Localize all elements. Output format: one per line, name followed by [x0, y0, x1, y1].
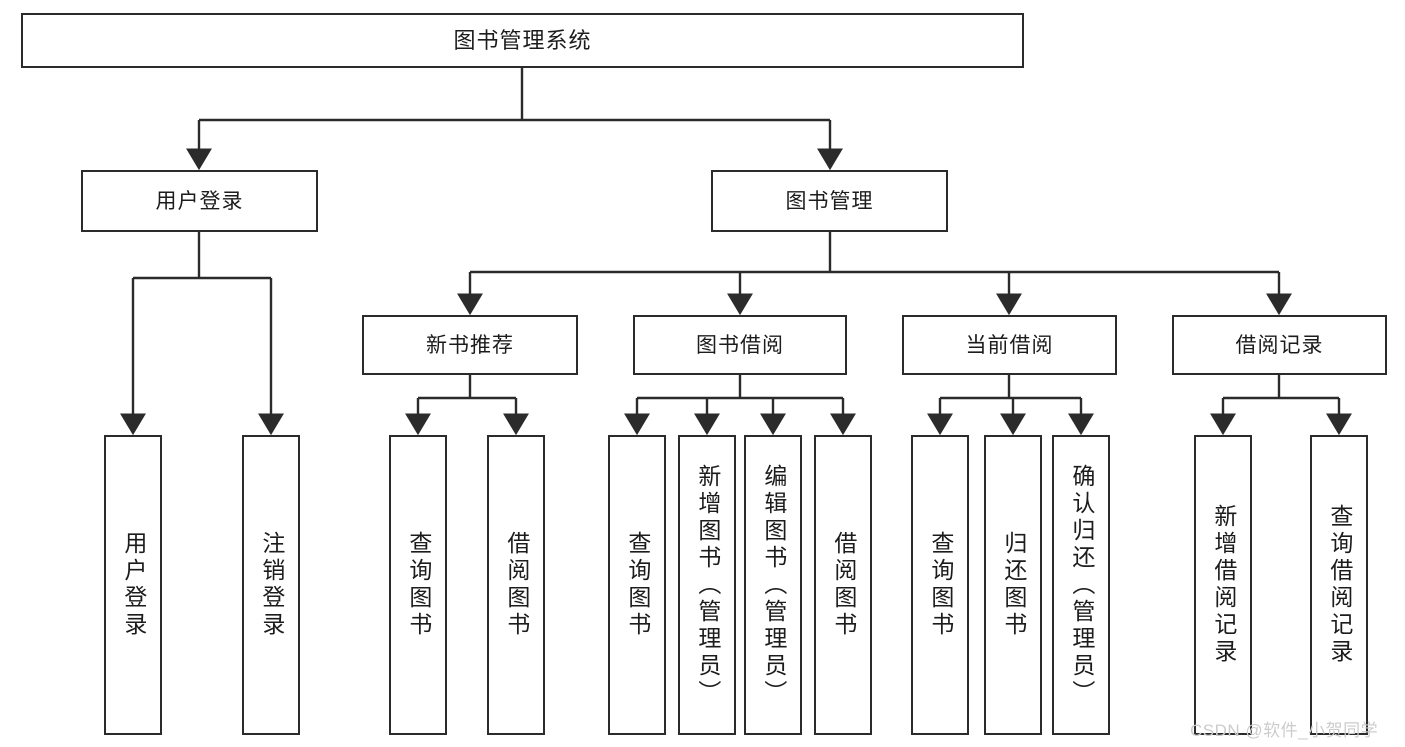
node-book-manage-label: 图书管理 — [785, 189, 874, 213]
node-leaf-add-book[interactable]: 新增图书（管理员） — [678, 435, 736, 735]
node-leaf-add-record-label: 新增借阅记录 — [1210, 504, 1237, 666]
node-leaf-add-book-label: 新增图书（管理员） — [694, 463, 721, 707]
node-book-borrow-label: 图书借阅 — [696, 333, 784, 357]
node-leaf-query-book-3[interactable]: 查询图书 — [911, 435, 969, 735]
node-leaf-borrow-book-2-label: 借阅图书 — [830, 531, 857, 639]
node-leaf-query-book-2[interactable]: 查询图书 — [608, 435, 666, 735]
node-leaf-return-book-label: 归还图书 — [1000, 531, 1027, 639]
node-book-borrow[interactable]: 图书借阅 — [633, 315, 847, 375]
edge-group-book-manage — [457, 232, 1292, 316]
edge-group-borrow-record — [1210, 375, 1352, 436]
node-leaf-logout-label: 注销登录 — [258, 531, 285, 639]
edge-group-user-login — [120, 232, 284, 436]
node-leaf-query-record[interactable]: 查询借阅记录 — [1310, 435, 1368, 735]
edge-group-current-borrow — [927, 375, 1094, 436]
node-current-borrow-label: 当前借阅 — [965, 333, 1054, 357]
edge-group-root — [186, 68, 843, 171]
node-root[interactable]: 图书管理系统 — [21, 13, 1024, 68]
node-leaf-query-record-label: 查询借阅记录 — [1326, 504, 1353, 666]
node-user-login-label: 用户登录 — [155, 189, 244, 213]
node-leaf-logout[interactable]: 注销登录 — [242, 435, 300, 735]
edge-group-new-book-recommend — [405, 375, 529, 436]
node-new-book-recommend-label: 新书推荐 — [426, 333, 514, 357]
csdn-watermark: CSDN @软件_小贺同学 — [1190, 721, 1379, 740]
node-leaf-borrow-book-2[interactable]: 借阅图书 — [814, 435, 872, 735]
node-leaf-query-book-3-label: 查询图书 — [927, 531, 954, 639]
node-leaf-add-record[interactable]: 新增借阅记录 — [1194, 435, 1252, 735]
node-user-login[interactable]: 用户登录 — [81, 170, 318, 232]
node-borrow-record[interactable]: 借阅记录 — [1172, 315, 1387, 375]
node-leaf-query-book-2-label: 查询图书 — [624, 531, 651, 639]
node-leaf-edit-book-label: 编辑图书（管理员） — [760, 463, 787, 707]
node-root-label: 图书管理系统 — [453, 27, 592, 53]
node-book-manage[interactable]: 图书管理 — [711, 170, 948, 232]
node-leaf-user-login[interactable]: 用户登录 — [104, 435, 162, 735]
node-leaf-user-login-label: 用户登录 — [120, 531, 147, 639]
node-leaf-query-book-1-label: 查询图书 — [405, 531, 432, 639]
node-leaf-borrow-book-1-label: 借阅图书 — [503, 531, 530, 639]
node-leaf-confirm-return[interactable]: 确认归还（管理员） — [1052, 435, 1110, 735]
node-leaf-confirm-return-label: 确认归还（管理员） — [1068, 463, 1095, 707]
edge-group-book-borrow — [624, 375, 856, 436]
node-leaf-return-book[interactable]: 归还图书 — [984, 435, 1042, 735]
node-leaf-query-book-1[interactable]: 查询图书 — [389, 435, 447, 735]
node-leaf-borrow-book-1[interactable]: 借阅图书 — [487, 435, 545, 735]
node-leaf-edit-book[interactable]: 编辑图书（管理员） — [744, 435, 802, 735]
node-borrow-record-label: 借阅记录 — [1235, 333, 1324, 357]
node-new-book-recommend[interactable]: 新书推荐 — [362, 315, 578, 375]
node-current-borrow[interactable]: 当前借阅 — [902, 315, 1117, 375]
